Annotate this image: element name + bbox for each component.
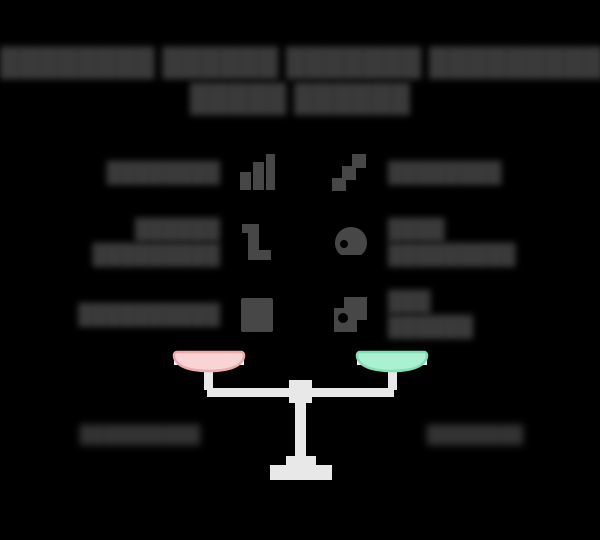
feature-label-line-1: ████████	[388, 161, 502, 184]
feature-label-left-3: ██████████	[78, 303, 220, 328]
ruler-icon	[234, 220, 280, 266]
feature-label-line-2: █████████	[388, 244, 516, 266]
feature-item-left-1[interactable]: ████████	[28, 142, 280, 204]
page-title-line-1: ████████ ██████ ███████ █████████ ████	[0, 47, 600, 77]
feature-label-right-1: ████████	[388, 161, 501, 186]
grid-icon	[234, 292, 280, 338]
balance-left-label-text: ██████████	[79, 425, 201, 444]
feature-label-right-2: ████ █████████	[388, 218, 516, 268]
steps-icon	[328, 150, 374, 196]
copy-icon	[328, 292, 374, 338]
feature-label-line-1: ████████	[106, 161, 220, 184]
feature-label-line-1: ███	[388, 291, 431, 313]
page-title-line-2: █████ ██████	[189, 83, 411, 113]
feature-item-right-1[interactable]: ████████	[328, 142, 580, 204]
gear-icon	[328, 220, 374, 266]
balance-scale-icon	[150, 330, 450, 480]
feature-label-line-1: ██████	[134, 219, 220, 241]
bar-chart-icon	[234, 150, 280, 196]
feature-label-line-2: ██████	[388, 316, 474, 338]
balance-left-label: ██████████	[40, 424, 240, 446]
feature-label-line-1: ██████████	[78, 303, 220, 326]
balance-right-label-text: ████████	[426, 425, 524, 444]
feature-item-right-3[interactable]: ███ ██████	[328, 284, 580, 346]
balance-right-label: ████████	[380, 424, 570, 446]
feature-label-right-3: ███ ██████	[388, 290, 473, 340]
feature-item-right-2[interactable]: ████ █████████	[328, 212, 580, 274]
feature-label-left-1: ████████	[107, 161, 220, 186]
feature-label-left-2: ██████ █████████	[92, 218, 220, 268]
feature-item-left-3[interactable]: ██████████	[28, 284, 280, 346]
feature-label-line-1: ████	[388, 219, 445, 241]
feature-item-left-2[interactable]: ██████ █████████	[28, 212, 280, 274]
page-title: ████████ ██████ ███████ █████████ ████ █…	[0, 44, 600, 116]
feature-grid: ████████ ██████ █████████	[28, 140, 572, 345]
feature-label-line-2: █████████	[92, 244, 220, 266]
